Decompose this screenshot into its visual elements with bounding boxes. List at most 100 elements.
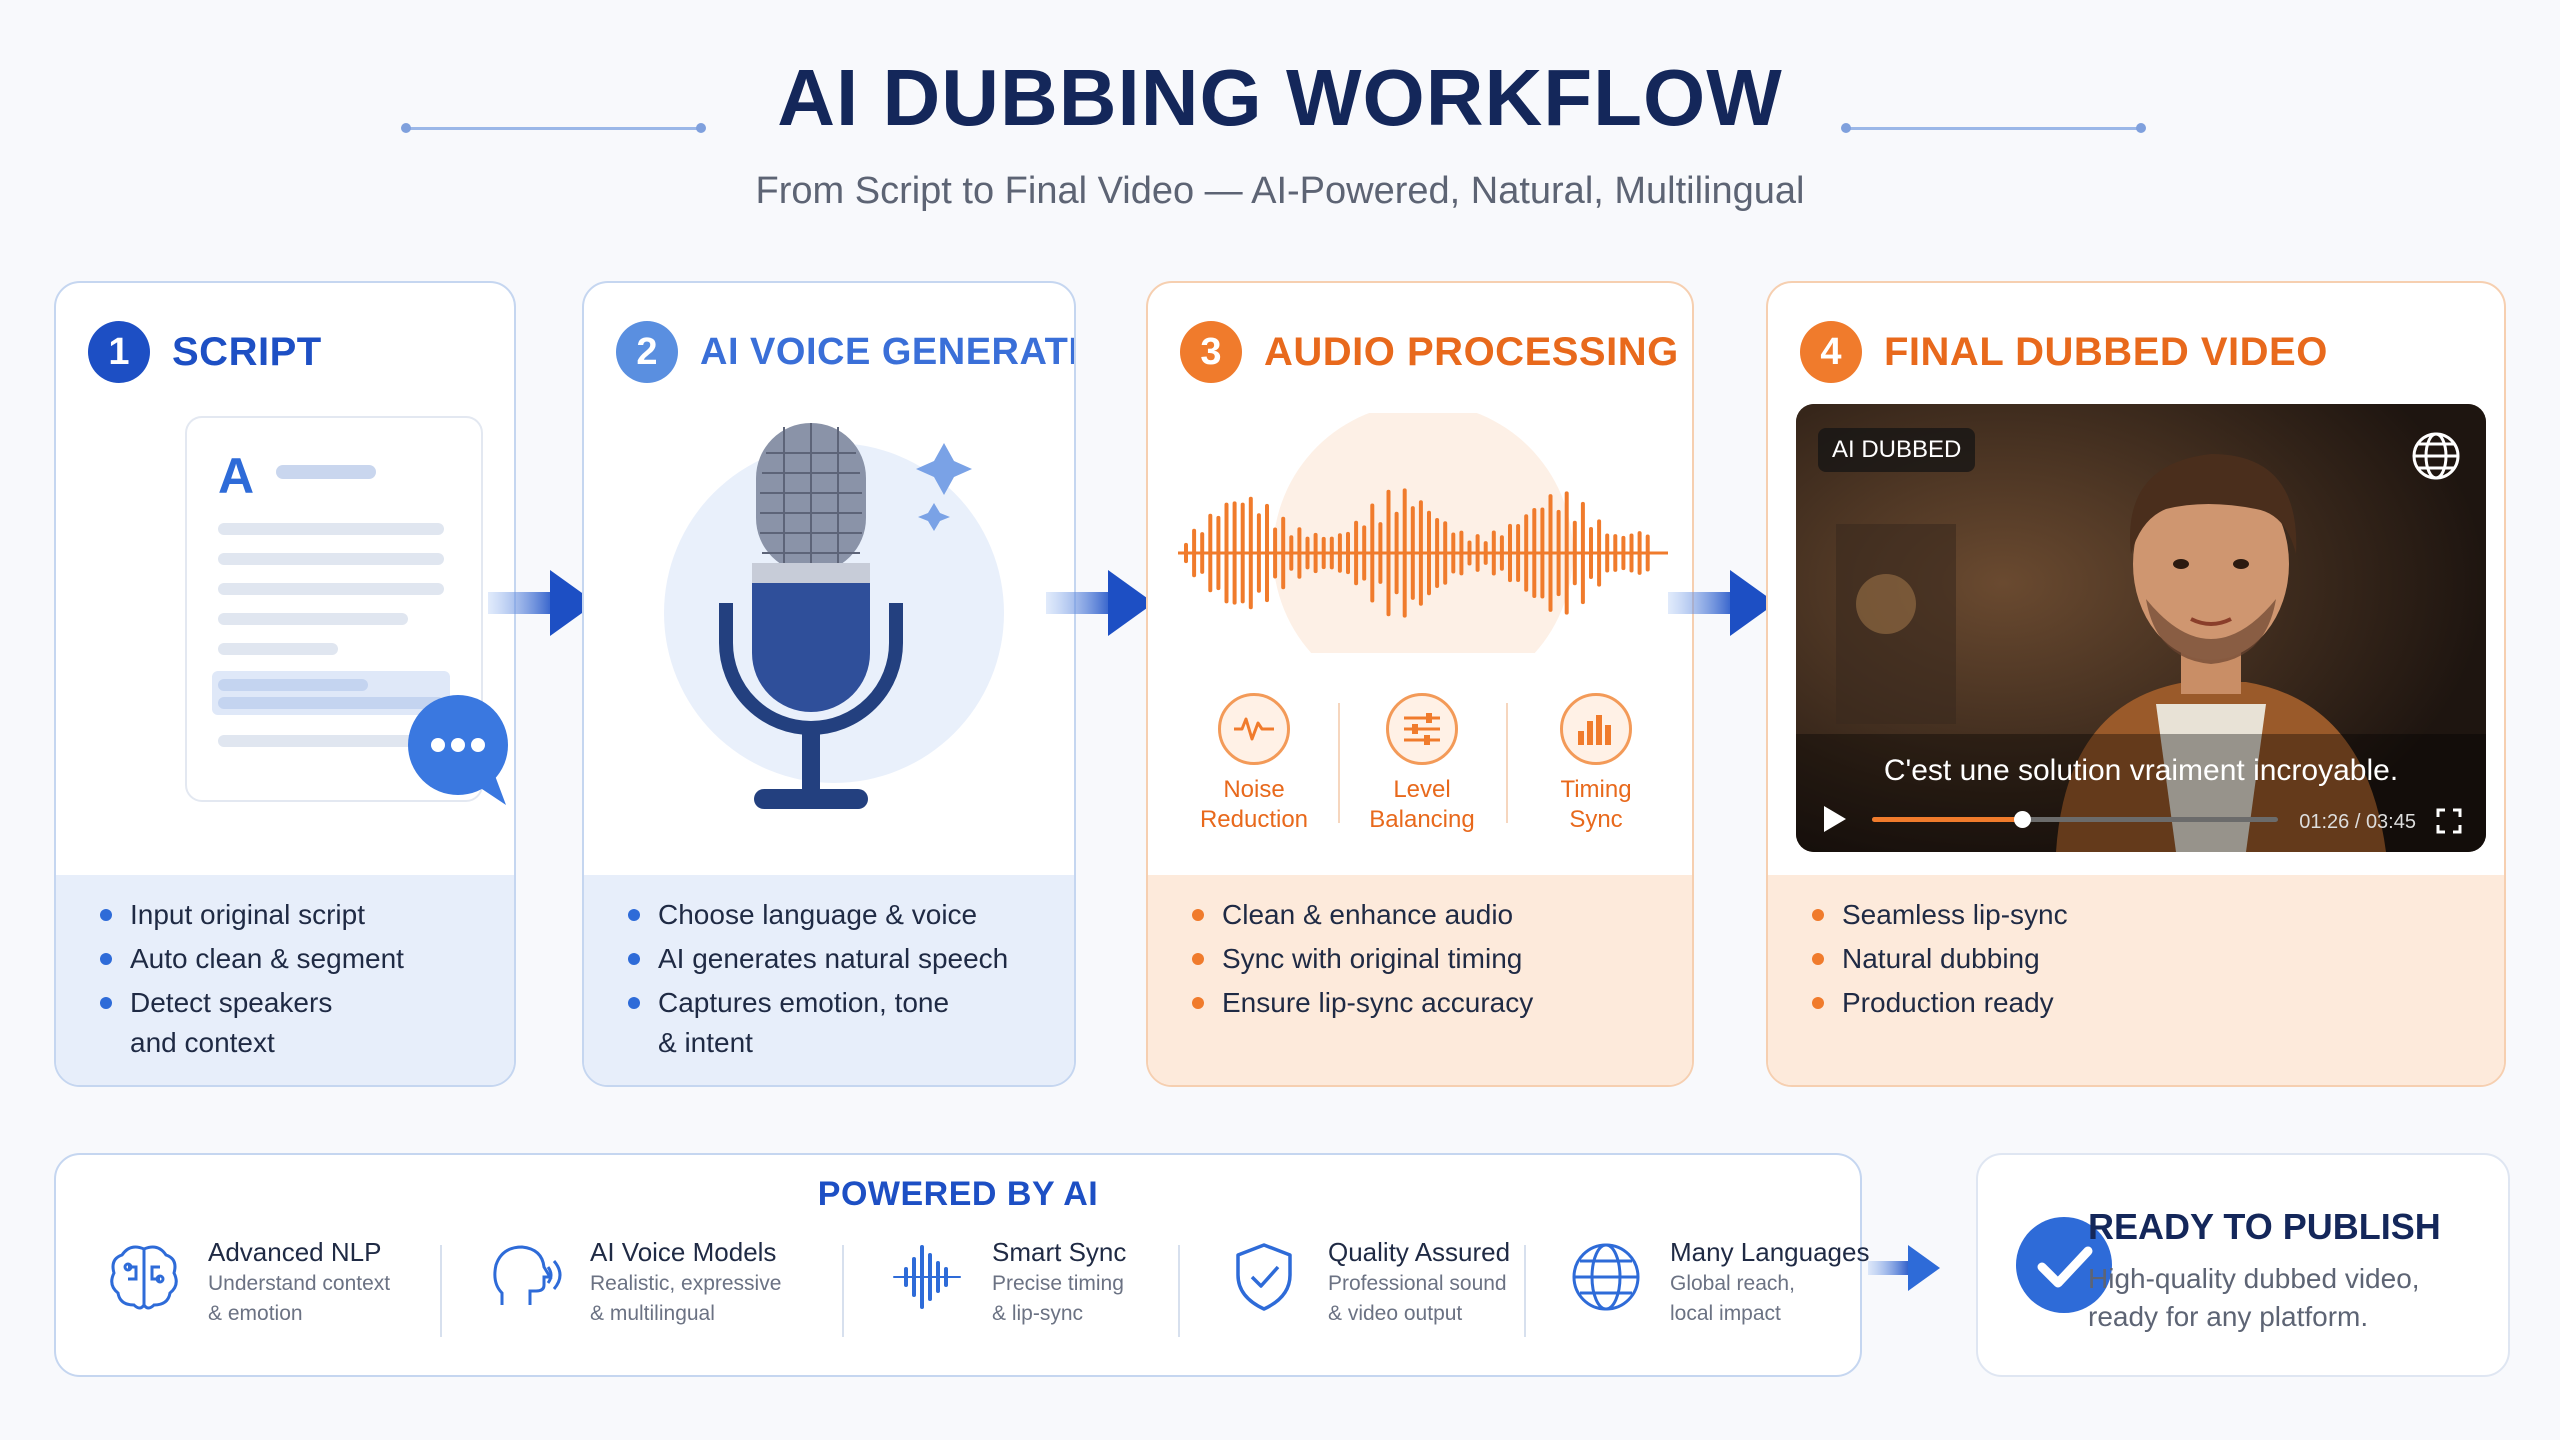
feature-name: Advanced NLP xyxy=(208,1237,382,1267)
divider-dot xyxy=(1841,123,1851,133)
feature-name: Quality Assured xyxy=(1328,1237,1511,1267)
step-bullets: Seamless lip-sync Natural dubbing Produc… xyxy=(1768,875,2504,1085)
feature-desc: & video output xyxy=(1328,1302,1463,1325)
step-bullets: Choose language & voice AI generates nat… xyxy=(584,875,1074,1085)
audio-waveform xyxy=(1178,413,1668,653)
feature-desc: Global reach, xyxy=(1670,1272,1795,1295)
panel-title: POWERED BY AI xyxy=(817,1175,1099,1213)
ready-text-block: READY TO PUBLISH High-quality dubbed vid… xyxy=(2088,1206,2498,1336)
list-item-text: Detect speakers xyxy=(130,987,333,1018)
feature-desc: Realistic, expressive xyxy=(590,1272,782,1295)
feature-desc: local impact xyxy=(1670,1302,1781,1325)
step-number: 2 xyxy=(616,321,678,383)
feature-desc: & emotion xyxy=(208,1302,303,1325)
list-item: Natural dubbing xyxy=(1808,939,2474,979)
page-title: AI DUBBING WORKFLOW xyxy=(777,53,1783,142)
microphone-icon xyxy=(664,423,1004,809)
list-item: Clean & enhance audio xyxy=(1188,895,1662,935)
ready-desc: High-quality dubbed video, xyxy=(2088,1263,2420,1294)
feature-advanced-nlp: Advanced NLP Understand context & emotio… xyxy=(102,1235,390,1329)
feature-many-languages: Many Languages Global reach, local impac… xyxy=(1564,1235,1869,1329)
list-item-text: Captures emotion, tone xyxy=(658,987,950,1018)
bars-icon xyxy=(1560,693,1632,765)
video-caption: C'est une solution vraiment incroyable. xyxy=(1883,754,2399,787)
list-item-text: & intent xyxy=(658,1027,753,1058)
feature-desc: & multilingual xyxy=(590,1302,715,1325)
waveform-icon xyxy=(1218,693,1290,765)
svg-text:A: A xyxy=(218,448,254,504)
progress-handle[interactable] xyxy=(2014,811,2032,828)
video-timestamp: 01:26 / 03:45 xyxy=(2299,811,2416,833)
sound-wave-icon xyxy=(886,1235,970,1319)
list-item: Production ready xyxy=(1808,983,2474,1023)
shield-check-icon xyxy=(1222,1235,1306,1319)
arrow-right-icon xyxy=(488,570,596,636)
feature-desc: Understand context xyxy=(208,1272,391,1295)
list-item: Input original script xyxy=(96,895,484,935)
step-title: SCRIPT xyxy=(172,329,322,374)
step-header: 3 AUDIO PROCESSING xyxy=(1180,321,1679,383)
list-item: Choose language & voice xyxy=(624,895,1044,935)
step-bullets: Clean & enhance audio Sync with original… xyxy=(1148,875,1692,1085)
list-item: Auto clean & segment xyxy=(96,939,484,979)
list-item: AI generates natural speech xyxy=(624,939,1044,979)
sliders-icon xyxy=(1386,693,1458,765)
feature-name: Smart Sync xyxy=(992,1237,1127,1267)
list-item: Sync with original timing xyxy=(1188,939,1662,979)
play-icon[interactable] xyxy=(1820,804,1848,834)
list-item-text: and context xyxy=(130,1027,275,1058)
feature-name: AI Voice Models xyxy=(590,1237,777,1267)
title-divider-right xyxy=(1846,127,2142,130)
feature-desc: Precise timing xyxy=(992,1272,1124,1295)
step-card-script: 1 SCRIPT A Input original script Auto cl… xyxy=(54,281,516,1087)
feature-desc: Professional sound xyxy=(1328,1272,1507,1295)
divider xyxy=(1178,1245,1180,1337)
divider xyxy=(1338,703,1340,823)
ready-desc: ready for any platform. xyxy=(2088,1301,2369,1332)
step-title: AI VOICE GENERATION xyxy=(700,330,1074,373)
progress-bar[interactable] xyxy=(1872,811,2278,828)
feature-smart-sync: Smart Sync Precise timing & lip-sync xyxy=(886,1235,1126,1329)
globe-icon[interactable] xyxy=(2410,430,2462,482)
list-item: Captures emotion, tone & intent xyxy=(624,983,1044,1063)
feature-ai-voice-models: AI Voice Models Realistic, expressive & … xyxy=(484,1235,781,1329)
ready-to-publish-panel xyxy=(1976,1153,2510,1377)
divider-dot xyxy=(696,123,706,133)
title-divider-left xyxy=(406,127,702,130)
feature-name: Many Languages xyxy=(1670,1237,1870,1267)
list-item: Seamless lip-sync xyxy=(1808,895,2474,935)
arrow-right-icon xyxy=(1668,570,1776,636)
divider xyxy=(1506,703,1508,823)
divider xyxy=(842,1245,844,1337)
fullscreen-icon[interactable] xyxy=(2436,808,2462,834)
speaking-head-icon xyxy=(484,1235,568,1319)
ready-title: READY TO PUBLISH xyxy=(2088,1206,2441,1247)
step-number: 1 xyxy=(88,321,150,383)
video-player[interactable]: AI DUBBED C'est une solution vraiment in… xyxy=(1796,404,2486,852)
step-card-voice: 2 AI VOICE GENERATION Choose language & … xyxy=(582,281,1076,1087)
arrow-right-icon xyxy=(1046,570,1154,636)
divider xyxy=(440,1245,442,1337)
feature-quality-assured: Quality Assured Professional sound & vid… xyxy=(1222,1235,1510,1329)
checkmark-icon xyxy=(2016,1217,2112,1313)
arrow-right-icon xyxy=(1868,1245,1940,1291)
ai-dubbed-badge: AI DUBBED xyxy=(1818,428,1976,472)
divider-dot xyxy=(401,123,411,133)
step-bullets: Input original script Auto clean & segme… xyxy=(56,875,514,1085)
divider-dot xyxy=(2136,123,2146,133)
list-item: Detect speakers and context xyxy=(96,983,484,1063)
step-number: 3 xyxy=(1180,321,1242,383)
feature-desc: & lip-sync xyxy=(992,1302,1084,1325)
video-frame-presenter xyxy=(1796,404,2486,852)
document-icon: A xyxy=(185,416,508,805)
globe-icon xyxy=(1564,1235,1648,1319)
powered-by-ai-panel: POWERED BY AI Advanced NLP Understand co… xyxy=(54,1153,1869,1377)
brain-icon xyxy=(102,1235,186,1319)
step-header: 2 AI VOICE GENERATION xyxy=(616,321,1074,383)
